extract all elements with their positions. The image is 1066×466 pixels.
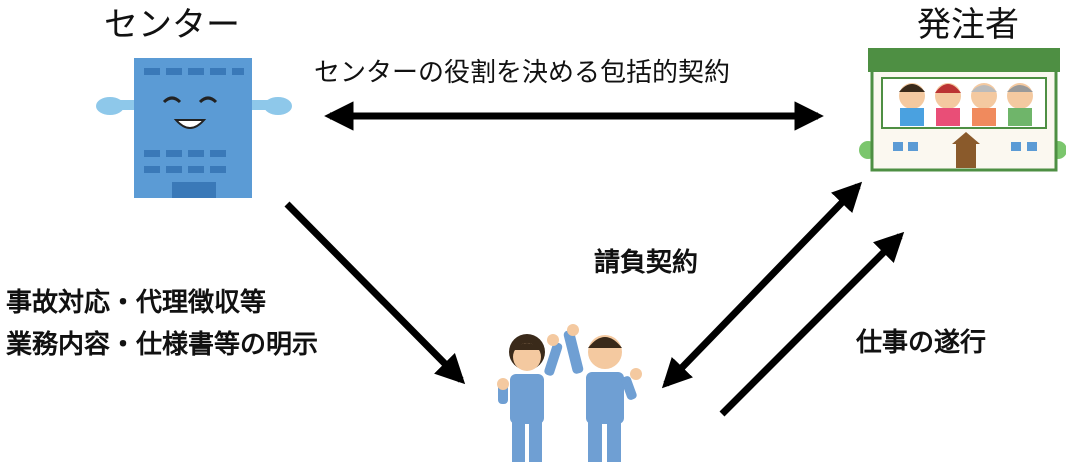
center-client-contract-label: センターの役割を決める包括的契約	[314, 58, 731, 88]
work-label: 仕事の遂行	[856, 328, 987, 358]
house-with-people-icon	[859, 48, 1066, 172]
client-title: 発注者	[917, 5, 1019, 45]
workers-cheering-icon	[497, 324, 642, 462]
arrow-work-to-client	[719, 231, 905, 417]
arrow-contract	[661, 181, 863, 389]
center-duties-line-1: 事故対応・代理徴収等	[6, 288, 267, 318]
smiling-building-icon	[96, 58, 292, 198]
contract-label: 請負契約	[594, 248, 699, 278]
arrow-center-to-workers	[284, 201, 466, 385]
center-duties-line-2: 業務内容・仕様書等の明示	[6, 330, 319, 360]
center-title: センター	[104, 5, 240, 45]
